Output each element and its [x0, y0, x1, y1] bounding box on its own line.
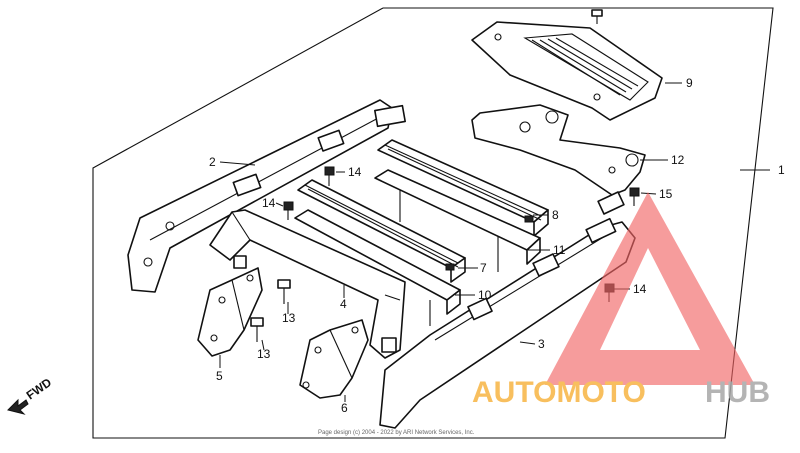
callout-15: 15	[659, 187, 673, 201]
part-2-left-rail[interactable]	[127, 99, 406, 293]
fwd-indicator: FWD	[7, 375, 55, 415]
callout-13-upper: 13	[282, 311, 296, 325]
warning-triangle-icon	[545, 192, 755, 385]
callout-12: 12	[671, 153, 685, 167]
part-9-top-plate[interactable]	[471, 21, 663, 121]
callout-13-lower: 13	[257, 347, 271, 361]
arrow-icon	[7, 398, 29, 415]
callout-3: 3	[538, 337, 545, 351]
part-4-front-frame[interactable]	[209, 209, 406, 359]
bolt-14-b[interactable]	[283, 201, 294, 220]
part-12-bracket[interactable]	[471, 104, 646, 196]
fwd-label: FWD	[24, 375, 55, 402]
bolt-13-upper[interactable]	[277, 279, 291, 304]
part-5-mount-bracket[interactable]	[197, 267, 263, 357]
watermark-logo: AUTOMOTO HUB	[472, 192, 770, 409]
callout-14-b: 14	[262, 196, 276, 210]
part-11-crossbar[interactable]	[374, 169, 541, 272]
callout-8: 8	[552, 208, 559, 222]
callout-6: 6	[341, 401, 348, 415]
assembly-frame	[92, 7, 774, 439]
watermark-text-secondary: HUB	[705, 376, 770, 409]
callout-9: 9	[686, 76, 693, 90]
part-7-rubber-strip[interactable]	[297, 179, 466, 283]
part-8-rubber-strip[interactable]	[377, 139, 549, 237]
part-10-crossbar[interactable]	[294, 209, 461, 326]
callout-14-a: 14	[348, 165, 362, 179]
part-3-right-rail[interactable]	[379, 191, 636, 429]
bolt-15[interactable]	[629, 187, 640, 206]
bolt-14-a[interactable]	[324, 166, 335, 186]
callout-10: 10	[478, 288, 492, 302]
callout-5: 5	[216, 369, 223, 383]
callout-1: 1	[778, 163, 785, 177]
callout-7: 7	[480, 261, 487, 275]
bolt-13-lower[interactable]	[250, 317, 264, 342]
callout-14-c: 14	[633, 282, 647, 296]
callout-2: 2	[209, 155, 216, 169]
callout-4: 4	[340, 297, 347, 311]
callout-labels: 1 2 3 4 5 6 7 8 9 10 11 12 13 13 14 14 1…	[209, 76, 785, 415]
watermark-text-primary: AUTOMOTO	[472, 376, 646, 409]
callout-11: 11	[553, 243, 566, 257]
copyright-text: Page design (c) 2004 - 2022 by ARI Netwo…	[318, 430, 475, 436]
part-6-mount-bracket[interactable]	[299, 319, 369, 399]
bolt-icon	[591, 9, 603, 24]
